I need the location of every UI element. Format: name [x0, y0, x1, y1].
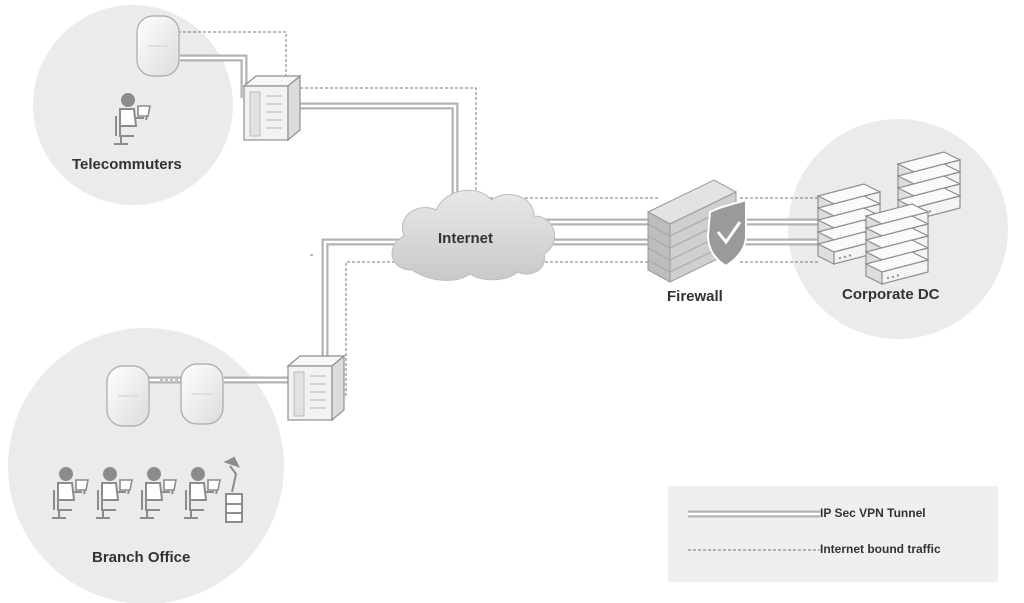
- internet-label: Internet: [438, 230, 494, 247]
- telecommuters-site-circle: [33, 5, 233, 205]
- access-point-icon: [180, 363, 224, 425]
- legend-tunnel-swatch: [688, 510, 820, 518]
- branch-office-label: Branch Office: [92, 549, 191, 566]
- firewall-icon: [646, 179, 747, 283]
- legend-traffic-swatch: [688, 549, 820, 551]
- legend: IP Sec VPN Tunnel Internet bound traffic: [668, 486, 998, 582]
- firewall-label: Firewall: [667, 288, 723, 305]
- legend-tunnel-row: IP Sec VPN Tunnel: [668, 504, 998, 524]
- server-rack-icon: [865, 203, 929, 285]
- tunnel-corporate: [520, 218, 820, 246]
- desk-lamp-icon: [223, 456, 243, 523]
- access-point-icon: [136, 15, 180, 77]
- telecommuters-label: Telecommuters: [72, 156, 182, 173]
- router-icon: [287, 355, 345, 421]
- tunnel-telecommuters: [180, 54, 459, 198]
- router-icon: [243, 75, 301, 141]
- legend-tunnel-label: IP Sec VPN Tunnel: [820, 506, 926, 520]
- legend-traffic-label: Internet bound traffic: [820, 542, 941, 556]
- legend-traffic-row: Internet bound traffic: [668, 540, 998, 560]
- corporate-dc-label: Corporate DC: [842, 286, 940, 303]
- internet-cloud: [391, 189, 555, 281]
- access-point-icon: [106, 365, 150, 427]
